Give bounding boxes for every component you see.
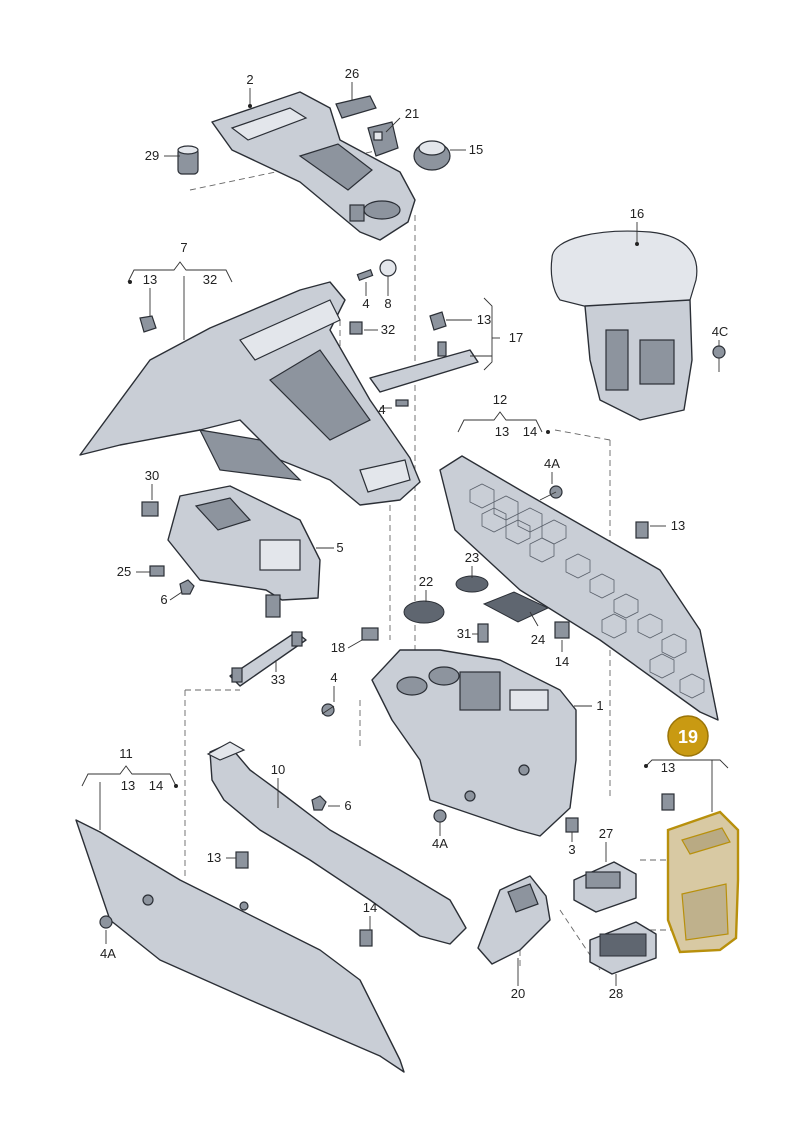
- callout-6-a[interactable]: 6: [160, 592, 167, 607]
- part-7-console-frame: [79, 281, 421, 506]
- callout-14-a[interactable]: 14: [523, 424, 537, 439]
- screw-4A-lower: [99, 915, 113, 929]
- callout-33[interactable]: 33: [271, 672, 285, 687]
- callout-13-g[interactable]: 13: [661, 760, 675, 775]
- callout-31[interactable]: 31: [457, 626, 471, 641]
- part-30: [141, 501, 159, 517]
- part-15-rotary-knob: [413, 140, 451, 171]
- callout-13-c[interactable]: 13: [495, 424, 509, 439]
- callout-5[interactable]: 5: [336, 540, 343, 555]
- part-19-badge[interactable]: 19: [667, 715, 709, 757]
- callout-27[interactable]: 27: [599, 826, 613, 841]
- part-20-bracket: [477, 875, 551, 965]
- callout-13-d[interactable]: 13: [671, 518, 685, 533]
- part-24-mat: [482, 591, 550, 623]
- callout-4-a[interactable]: 4: [362, 296, 369, 311]
- callout-11[interactable]: 11: [119, 746, 133, 761]
- part-21-switch: [367, 121, 399, 157]
- nut-6-lower: [311, 795, 327, 811]
- callout-4A-a[interactable]: 4A: [544, 456, 560, 471]
- clip-13-right: [635, 521, 649, 539]
- part-11-lower-panel: [75, 819, 405, 1073]
- part-10-air-duct: [206, 741, 467, 945]
- callout-4-c[interactable]: 4: [330, 670, 337, 685]
- clip-14-lower: [359, 929, 373, 947]
- callout-28[interactable]: 28: [609, 986, 623, 1001]
- callout-14-c[interactable]: 14: [149, 778, 163, 793]
- screw-4C: [712, 345, 726, 372]
- fasteners-top: [139, 259, 447, 407]
- part-22-mat: [403, 600, 445, 624]
- callout-3[interactable]: 3: [568, 842, 575, 857]
- callout-23[interactable]: 23: [465, 550, 479, 565]
- part-16-armrest: [550, 230, 698, 421]
- callout-4A-b[interactable]: 4A: [432, 836, 448, 851]
- part-26-switch-cover: [335, 95, 377, 119]
- callout-20[interactable]: 20: [511, 986, 525, 1001]
- callout-22[interactable]: 22: [419, 574, 433, 589]
- part-2-trim-panel: [211, 91, 416, 241]
- callout-19: 19: [678, 727, 698, 747]
- part-18-clip: [361, 627, 379, 641]
- callout-7[interactable]: 7: [180, 240, 187, 255]
- clip-13-lower: [235, 851, 249, 869]
- part-12-side-panel: [439, 455, 719, 721]
- screw-4-left: [321, 703, 335, 717]
- clip-14-mid: [554, 621, 570, 639]
- part-25: [149, 565, 165, 577]
- nut-6-upper: [179, 579, 195, 595]
- callout-1[interactable]: 1: [596, 698, 603, 713]
- callout-16[interactable]: 16: [630, 206, 644, 221]
- callout-4-b[interactable]: 4: [378, 402, 385, 417]
- callout-32-a[interactable]: 32: [203, 272, 217, 287]
- part-1-console-body: [371, 649, 577, 837]
- clip-13-near-19: [661, 793, 675, 811]
- callout-26[interactable]: 26: [345, 66, 359, 81]
- part-5-holder: [167, 485, 321, 618]
- callout-17[interactable]: 17: [509, 330, 523, 345]
- callout-8[interactable]: 8: [384, 296, 391, 311]
- part-23-mat: [455, 575, 489, 593]
- part-27-vent: [573, 861, 637, 913]
- callout-6-b[interactable]: 6: [344, 798, 351, 813]
- callout-13-e[interactable]: 13: [121, 778, 135, 793]
- screw-4A-mid: [433, 809, 447, 823]
- callout-29[interactable]: 29: [145, 148, 159, 163]
- callout-14-d[interactable]: 14: [363, 900, 377, 915]
- part-28-vent: [589, 921, 657, 975]
- callout-4C[interactable]: 4C: [712, 324, 729, 339]
- callout-30[interactable]: 30: [145, 468, 159, 483]
- screw-4A-upper: [539, 485, 563, 501]
- callout-24[interactable]: 24: [531, 632, 545, 647]
- callout-18[interactable]: 18: [331, 640, 345, 655]
- callout-25[interactable]: 25: [117, 564, 131, 579]
- part-29-socket: [177, 145, 199, 175]
- leader-lines: [81, 82, 729, 986]
- callout-12[interactable]: 12: [493, 392, 507, 407]
- part-17-bracket: [369, 341, 479, 393]
- part-33-bracket: [229, 631, 307, 687]
- callout-4A-c[interactable]: 4A: [100, 946, 116, 961]
- callout-2[interactable]: 2: [246, 72, 253, 87]
- callout-10[interactable]: 10: [271, 762, 285, 777]
- callout-13-a[interactable]: 13: [143, 272, 157, 287]
- callout-13-f[interactable]: 13: [207, 850, 221, 865]
- clip-3: [565, 817, 579, 833]
- part-19-vent-duct-highlighted: [666, 810, 740, 954]
- callout-14-b[interactable]: 14: [555, 654, 569, 669]
- callout-15[interactable]: 15: [469, 142, 483, 157]
- callout-labels: 2 26 21 29 15 16 7 13 32 4 8 13 17 32 4C…: [100, 66, 728, 1001]
- callout-32-b[interactable]: 32: [381, 322, 395, 337]
- part-31-clip: [477, 623, 489, 643]
- callout-21[interactable]: 21: [405, 106, 419, 121]
- callout-13-b[interactable]: 13: [477, 312, 491, 327]
